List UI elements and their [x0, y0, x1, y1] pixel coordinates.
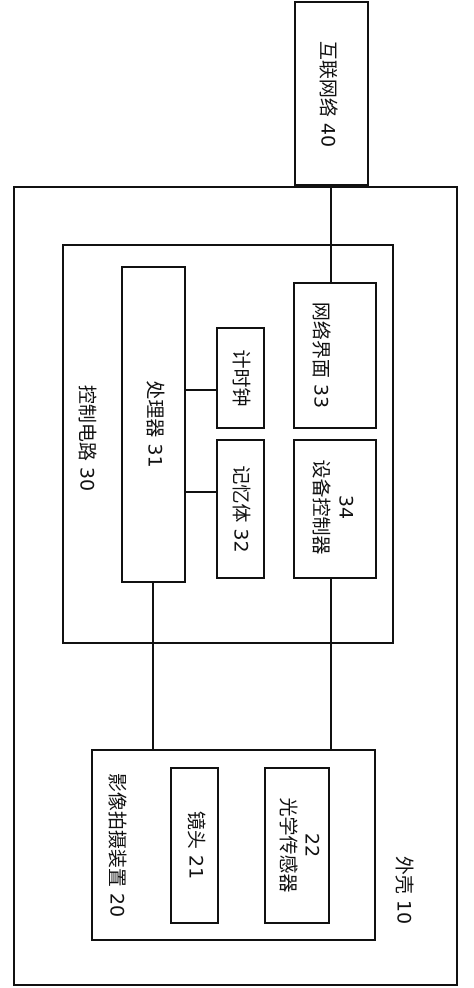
processor-box	[121, 266, 186, 583]
optical-sensor-box	[264, 767, 330, 924]
device-controller-label: 设备控制器	[310, 459, 332, 554]
clock-box	[216, 327, 265, 429]
internet-label: 互联网络 40	[317, 41, 339, 147]
network-interface-label: 网络界面 33	[310, 302, 332, 408]
housing-frame	[13, 186, 458, 986]
optical-sensor-number: 22	[301, 833, 323, 857]
optical-sensor-label: 光学传感器	[277, 797, 299, 892]
processor-label: 处理器 31	[144, 380, 166, 467]
clock-label: 计时钟	[230, 349, 252, 406]
memory-label: 记忆体 32	[230, 465, 252, 552]
control-circuit-label: 控制电路 30	[76, 385, 98, 491]
network-interface-box	[293, 282, 377, 429]
lens-label: 镜头 21	[185, 811, 207, 879]
device-controller-number: 34	[335, 495, 357, 519]
lens-box	[170, 767, 219, 924]
camera-module-label: 影像拍摄装置 20	[106, 773, 128, 917]
device-controller-box	[293, 439, 377, 579]
housing-label: 外壳 10	[393, 856, 415, 924]
camera-module-box	[91, 749, 376, 941]
memory-box	[216, 439, 265, 579]
